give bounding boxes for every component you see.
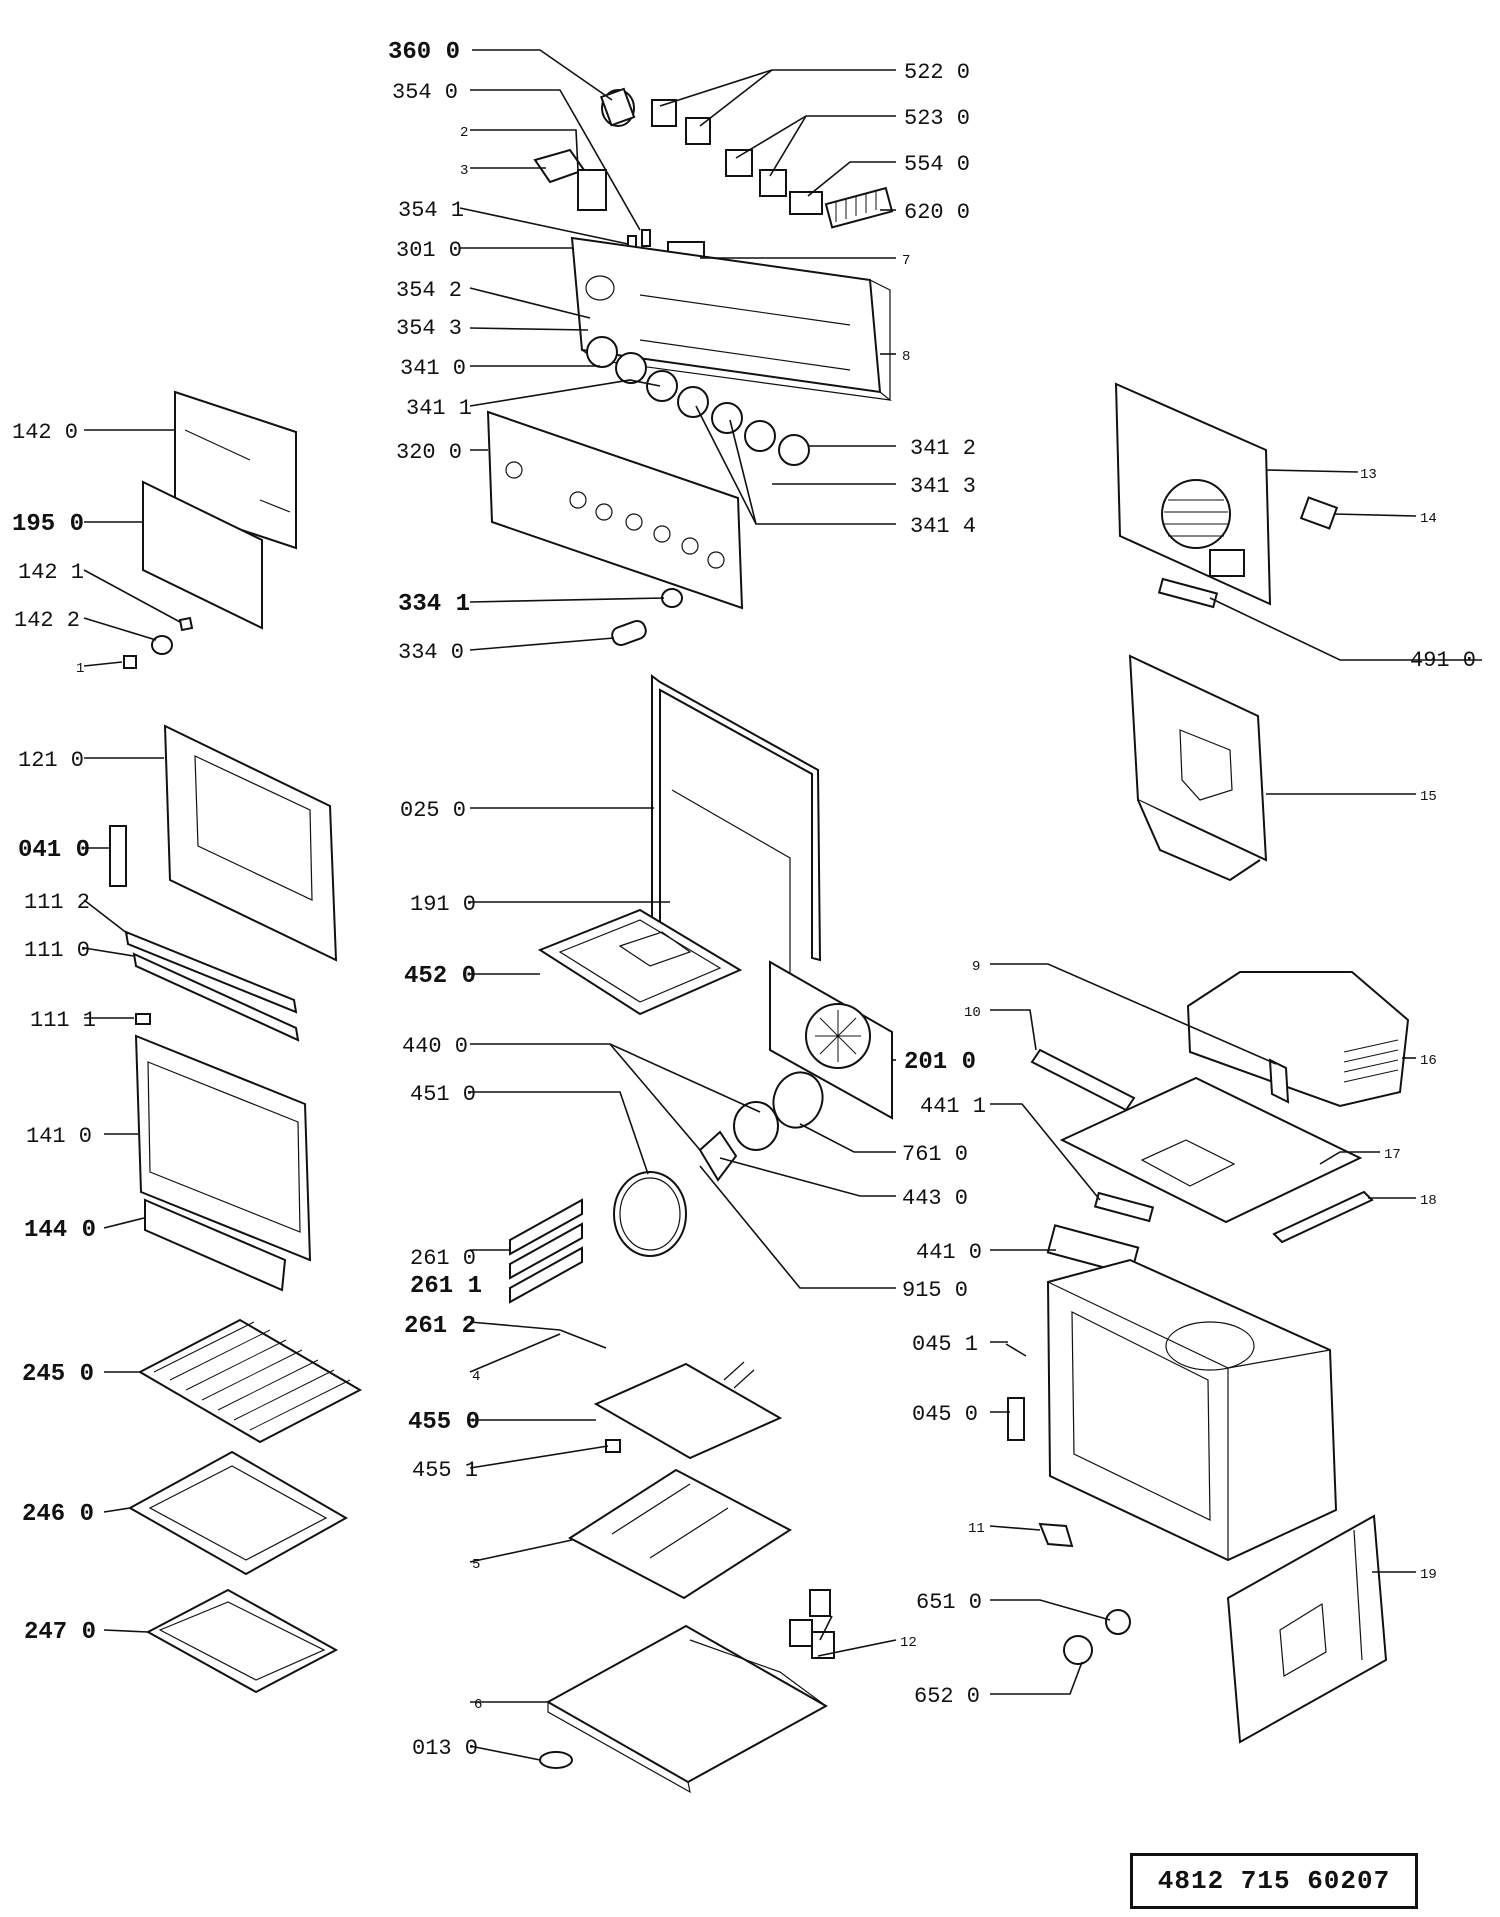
label-17: 17 (1384, 1147, 1401, 1163)
label-452-0: 452 0 (404, 963, 476, 990)
label-045-1: 045 1 (912, 1332, 978, 1357)
label-261-1: 261 1 (410, 1273, 482, 1300)
label-142-0: 142 0 (12, 420, 78, 445)
label-440-0: 440 0 (402, 1034, 468, 1059)
label-13: 13 (1360, 467, 1377, 483)
label-354-3: 354 3 (396, 316, 462, 341)
label-191-0: 191 0 (410, 892, 476, 917)
label-522-0: 522 0 (904, 60, 970, 85)
label-246-0: 246 0 (22, 1501, 94, 1528)
label-12: 12 (900, 1635, 917, 1651)
label-1: 1 (76, 661, 84, 677)
label-455-1: 455 1 (412, 1458, 478, 1483)
label-141-0: 141 0 (26, 1124, 92, 1149)
label-111-2: 111 2 (24, 890, 90, 915)
label-354-1: 354 1 (398, 198, 464, 223)
label-121-0: 121 0 (18, 748, 84, 773)
label-915-0: 915 0 (902, 1278, 968, 1303)
label-111-0: 111 0 (24, 938, 90, 963)
label-6: 6 (474, 1697, 482, 1713)
label-8: 8 (902, 349, 910, 365)
door-assembly (109, 390, 338, 1292)
label-14: 14 (1420, 511, 1437, 527)
label-18: 18 (1420, 1193, 1437, 1209)
control-panel-assembly (486, 87, 894, 647)
label-360-0: 360 0 (388, 39, 460, 66)
label-144-0: 144 0 (24, 1217, 96, 1244)
label-341-3: 341 3 (910, 474, 976, 499)
label-025-0: 025 0 (400, 798, 466, 823)
label-620-0: 620 0 (904, 200, 970, 225)
label-652-0: 652 0 (914, 1684, 980, 1709)
document-number-box: 4812 715 60207 (1130, 1853, 1418, 1909)
label-142-2: 142 2 (14, 608, 80, 633)
label-523-0: 523 0 (904, 106, 970, 131)
label-201-0: 201 0 (904, 1049, 976, 1076)
label-10: 10 (964, 1005, 981, 1021)
label-341-0: 341 0 (400, 356, 466, 381)
label-247-0: 247 0 (24, 1619, 96, 1646)
label-301-0: 301 0 (396, 238, 462, 263)
label-491-0: 491 0 (1410, 648, 1476, 673)
label-455-0: 455 0 (408, 1409, 480, 1436)
label-245-0: 245 0 (22, 1361, 94, 1388)
label-761-0: 761 0 (902, 1142, 968, 1167)
part-labels: 360 0 354 0 2 3 354 1 301 0 354 2 354 3 … (12, 39, 1476, 1761)
label-261-0: 261 0 (410, 1246, 476, 1271)
label-2: 2 (460, 125, 468, 141)
label-320-0: 320 0 (396, 440, 462, 465)
rear-and-housing-parts (1005, 382, 1410, 1744)
label-013-0: 013 0 (412, 1736, 478, 1761)
label-554-0: 554 0 (904, 152, 970, 177)
label-111-1: 111 1 (30, 1008, 96, 1033)
label-4: 4 (472, 1369, 480, 1385)
label-443-0: 443 0 (902, 1186, 968, 1211)
label-142-1: 142 1 (18, 560, 84, 585)
label-334-0: 334 0 (398, 640, 464, 665)
label-261-2: 261 2 (404, 1313, 476, 1340)
label-11: 11 (968, 1521, 985, 1537)
label-651-0: 651 0 (916, 1590, 982, 1615)
label-354-0: 354 0 (392, 80, 458, 105)
label-045-0: 045 0 (912, 1402, 978, 1427)
label-341-1: 341 1 (406, 396, 472, 421)
label-441-1: 441 1 (920, 1094, 986, 1119)
label-334-1: 334 1 (398, 591, 470, 618)
leader-lines (83, 49, 1482, 1761)
label-19: 19 (1420, 1567, 1437, 1583)
label-354-2: 354 2 (396, 278, 462, 303)
label-441-0: 441 0 (916, 1240, 982, 1265)
shelves-and-trays (127, 1318, 363, 1694)
label-041-0: 041 0 (18, 837, 90, 864)
label-3: 3 (460, 163, 468, 179)
label-451-0: 451 0 (410, 1082, 476, 1107)
interior-parts (509, 674, 893, 1794)
label-195-0: 195 0 (12, 511, 84, 538)
label-9: 9 (972, 959, 980, 975)
label-7: 7 (902, 253, 910, 269)
label-5: 5 (472, 1557, 480, 1573)
label-341-2: 341 2 (910, 436, 976, 461)
label-341-4: 341 4 (910, 514, 976, 539)
label-15: 15 (1420, 789, 1437, 805)
label-16: 16 (1420, 1053, 1437, 1069)
